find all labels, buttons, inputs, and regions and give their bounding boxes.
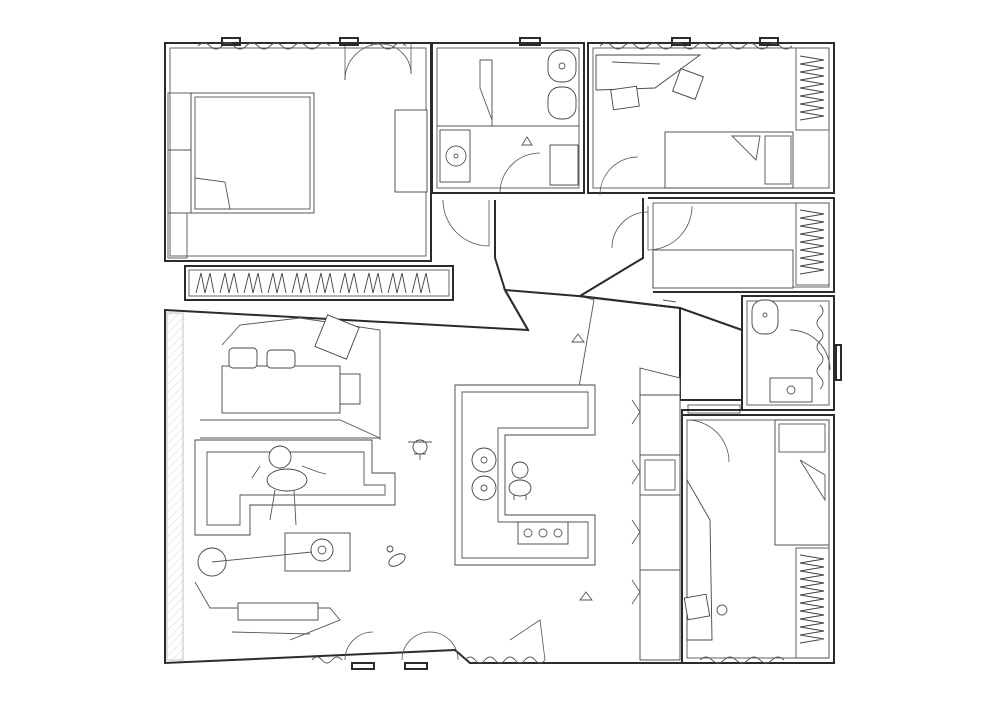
room-bathroom-main [431, 37, 585, 194]
bed-icon [774, 419, 830, 546]
toilet-icon [547, 49, 577, 120]
dog-icon [386, 545, 406, 567]
room-bathroom-ensuite [741, 295, 842, 411]
room-bedroom-corner [681, 414, 835, 664]
toilet-icon [751, 299, 779, 335]
room-living-kitchen [164, 288, 743, 670]
chair-icon [228, 314, 361, 405]
door-swing-icon [344, 43, 412, 81]
sink-icon [769, 377, 813, 403]
bed-icon [190, 92, 315, 214]
bed-icon [664, 131, 794, 189]
curtain-icon [197, 42, 331, 50]
person-icon [251, 445, 327, 526]
cooktop-icon [517, 521, 569, 545]
sink-icon [471, 447, 497, 501]
chair-icon [610, 68, 704, 111]
wardrobe-icon [795, 202, 830, 286]
wardrobe-icon [795, 47, 830, 131]
wardrobe-icon [184, 265, 454, 301]
room-bedroom-study [587, 37, 835, 196]
chair-icon [683, 593, 711, 621]
lamp-icon [197, 538, 334, 577]
sink-icon [439, 129, 471, 183]
hallway [442, 198, 743, 414]
person-icon [508, 461, 532, 500]
wardrobe-icon [795, 547, 830, 659]
door-swing-icon [344, 619, 546, 661]
person-icon [408, 439, 432, 460]
room-bedroom-small [647, 197, 835, 293]
room-bedroom-master [164, 37, 432, 262]
